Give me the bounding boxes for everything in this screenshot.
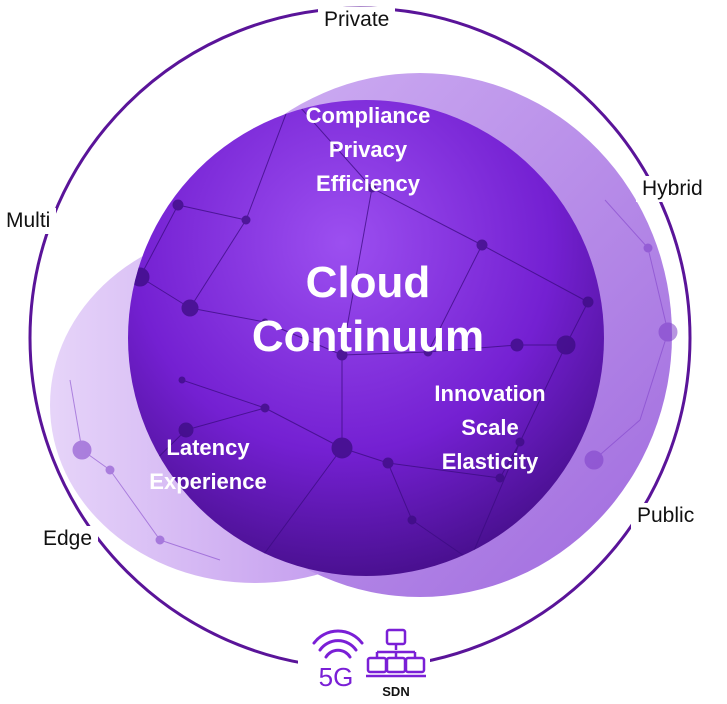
sdn-network-icon	[366, 628, 426, 678]
attribute-privacy: Privacy	[328, 137, 408, 162]
diagram-title: Cloud Continuum	[218, 256, 518, 364]
attribute-scale: Scale	[461, 415, 519, 440]
network-label: 5G	[319, 662, 354, 692]
title-line-continuum: Continuum	[251, 312, 485, 361]
attribute-innovation: Innovation	[434, 381, 546, 406]
attribute-experience: Experience	[149, 469, 267, 494]
attribute-elasticity: Elasticity	[441, 449, 539, 474]
top-attributes: Compliance Privacy Efficiency	[268, 99, 468, 201]
right-attributes: Innovation Scale Elasticity	[410, 377, 570, 479]
ring-label-public: Public	[631, 503, 701, 529]
sdn-label: SDN	[382, 684, 409, 699]
attribute-compliance: Compliance	[305, 103, 431, 128]
ring-label-hybrid: Hybrid	[636, 176, 709, 202]
title-line-cloud: Cloud	[305, 258, 431, 307]
outer-network-mesh	[69, 199, 678, 561]
left-attributes: Latency Experience	[128, 431, 288, 499]
wifi-signal-icon	[312, 629, 364, 659]
attribute-latency: Latency	[166, 435, 250, 460]
attribute-efficiency: Efficiency	[316, 171, 420, 196]
ring-label-private: Private	[318, 7, 396, 33]
network-mesh	[129, 100, 594, 574]
ring-label-multi: Multi	[0, 208, 57, 234]
ring-label-edge: Edge	[37, 526, 99, 552]
